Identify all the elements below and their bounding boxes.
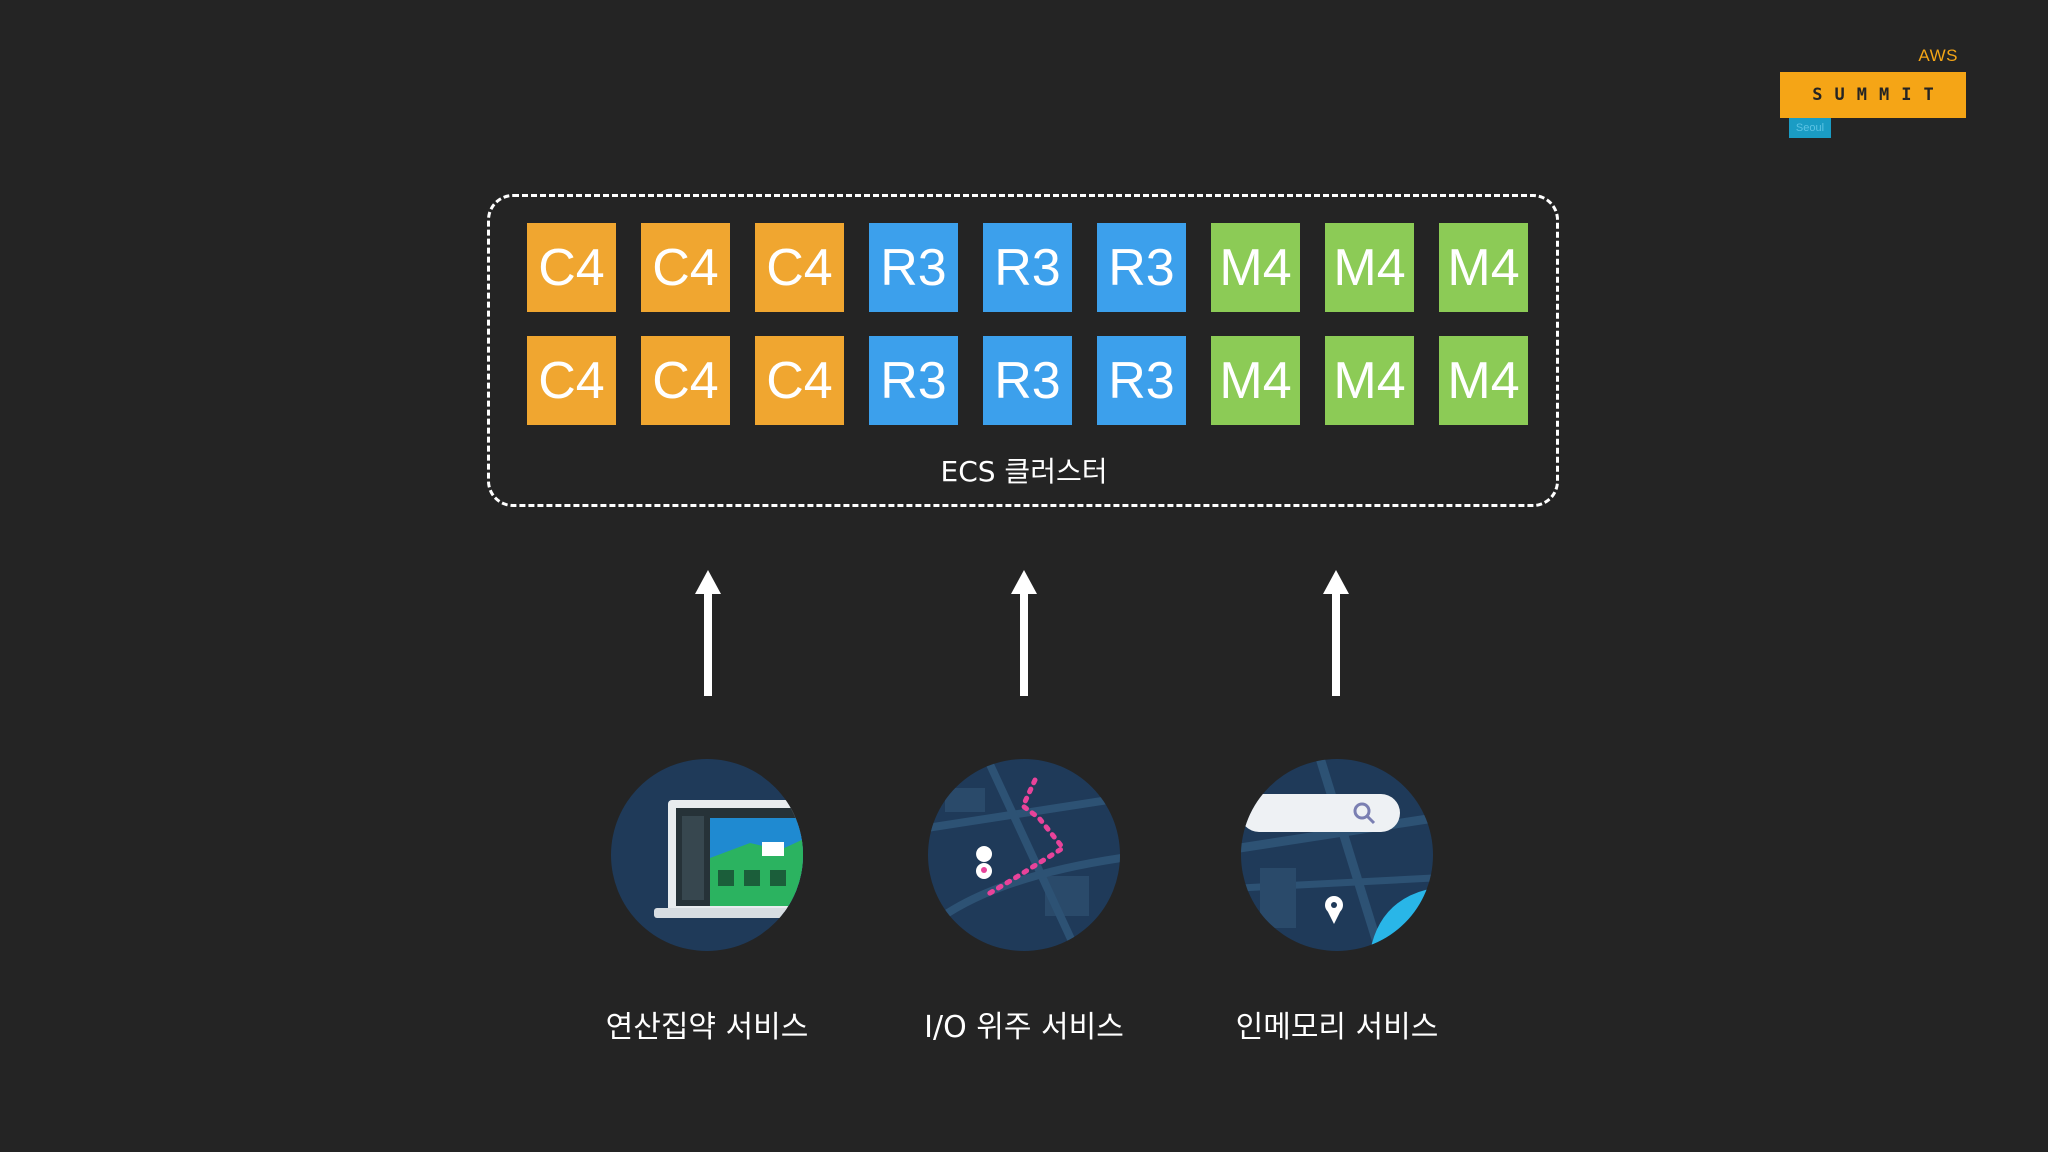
arrow-up-icon xyxy=(695,570,721,696)
instance-box-r3: R3 xyxy=(983,223,1072,312)
instance-box-r3: R3 xyxy=(983,336,1072,425)
instance-box-c4: C4 xyxy=(755,223,844,312)
instance-box-r3: R3 xyxy=(1097,223,1186,312)
instance-box-c4: C4 xyxy=(527,336,616,425)
instance-box-m4: M4 xyxy=(1439,336,1528,425)
arrow-up-icon xyxy=(1011,570,1037,696)
instance-box-c4: C4 xyxy=(641,336,730,425)
search-map-icon xyxy=(1241,759,1433,951)
instance-box-m4: M4 xyxy=(1325,336,1414,425)
ecs-cluster-boundary xyxy=(487,194,1559,507)
instance-box-m4: M4 xyxy=(1211,223,1300,312)
instance-box-m4: M4 xyxy=(1439,223,1528,312)
instance-box-r3: R3 xyxy=(869,336,958,425)
logo-brand: AWS xyxy=(1918,46,1958,65)
instance-box-m4: M4 xyxy=(1211,336,1300,425)
service-label-in-memory: 인메모리 서비스 xyxy=(1235,1010,1439,1045)
ecs-cluster-label: ECS 클러스터 xyxy=(940,455,1108,488)
logo-event: SUMMIT xyxy=(1780,72,1966,118)
instance-box-c4: C4 xyxy=(641,223,730,312)
laptop-map-icon xyxy=(611,759,803,951)
instance-grid: C4 C4 C4 R3 R3 R3 M4 M4 M4 C4 C4 C4 R3 R… xyxy=(527,223,1528,425)
instance-box-m4: M4 xyxy=(1325,223,1414,312)
logo-location: Seoul xyxy=(1789,118,1831,138)
instance-box-r3: R3 xyxy=(869,223,958,312)
service-label-compute: 연산집약 서비스 xyxy=(605,1010,809,1045)
route-map-icon xyxy=(928,759,1120,951)
service-label-io: I/O 위주 서비스 xyxy=(924,1010,1124,1045)
arrow-up-icon xyxy=(1323,570,1349,696)
instance-box-c4: C4 xyxy=(755,336,844,425)
instance-box-c4: C4 xyxy=(527,223,616,312)
instance-box-r3: R3 xyxy=(1097,336,1186,425)
